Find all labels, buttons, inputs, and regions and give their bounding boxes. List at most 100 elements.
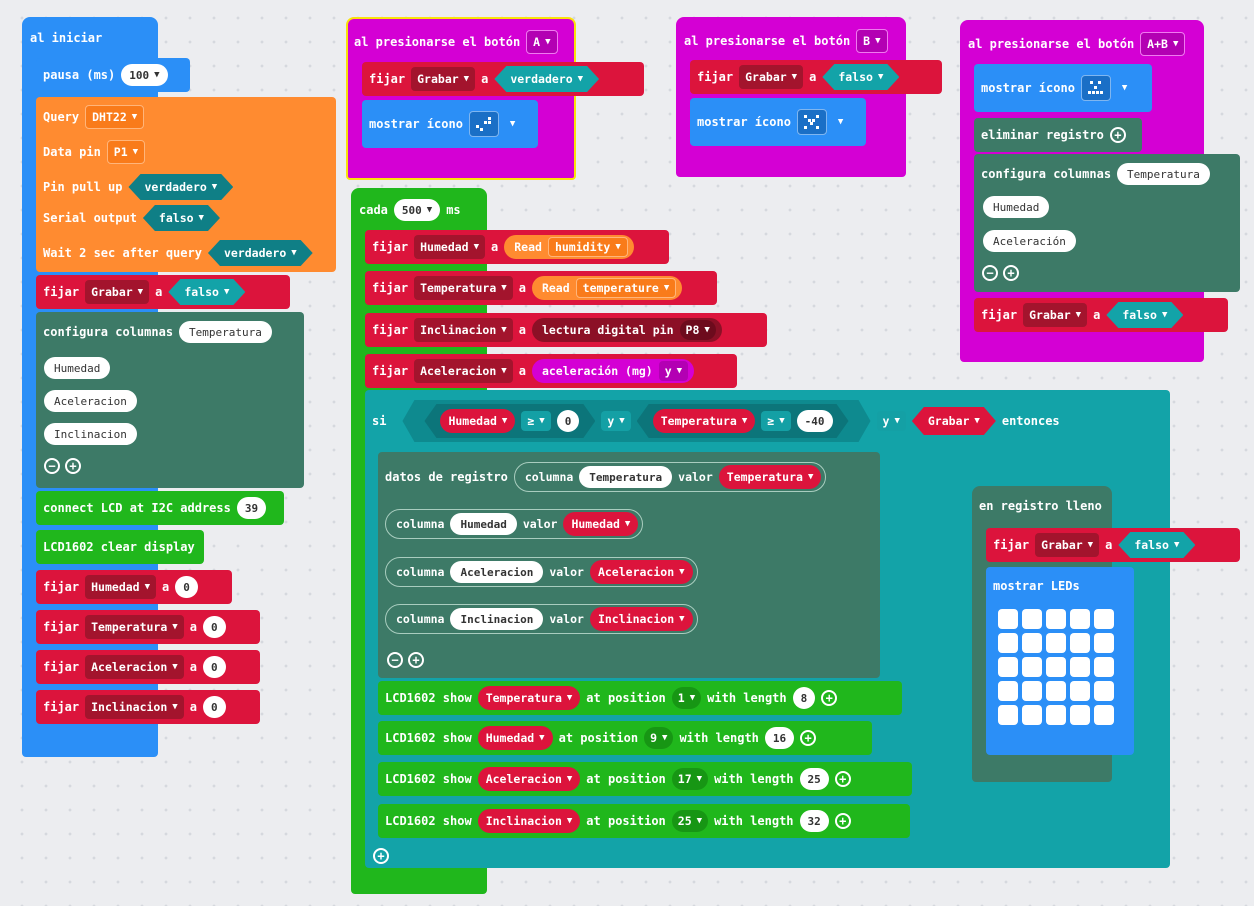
variable-reporter[interactable]: Aceleracion▼ [589, 560, 693, 584]
column-string[interactable]: Aceleracion [450, 561, 544, 583]
bool-value[interactable]: verdadero▼ [494, 66, 599, 92]
led-cell[interactable] [1046, 681, 1066, 701]
button-dropdown[interactable]: A+B▼ [1140, 32, 1186, 56]
set-grabar-false-block[interactable]: fijar Grabar▼ a falso▼ [690, 60, 942, 94]
remove-icon[interactable]: − [44, 458, 60, 474]
variable-reporter[interactable]: Inclinacion▼ [477, 809, 581, 833]
led-cell[interactable] [1046, 609, 1066, 629]
led-cell[interactable] [1022, 681, 1042, 701]
add-icon[interactable]: + [834, 771, 851, 787]
variable-dropdown[interactable]: Grabar▼ [739, 65, 804, 89]
remove-icon[interactable]: − [982, 265, 998, 281]
position-dropdown[interactable]: 17▼ [671, 768, 709, 790]
led-cell[interactable] [998, 609, 1018, 629]
led-grid[interactable] [998, 609, 1114, 725]
number-value[interactable]: 0 [202, 616, 226, 638]
acceleration-reporter[interactable]: aceleración (mg) y▼ [531, 359, 695, 383]
led-cell[interactable] [1070, 633, 1090, 653]
compare-humedad[interactable]: Humedad▼ ≥▼ 0 [424, 404, 595, 438]
show-icon-block[interactable]: mostrar ícono ▼ [974, 64, 1152, 112]
number-value[interactable]: 0 [175, 576, 198, 598]
number-value[interactable]: 0 [202, 656, 226, 678]
led-cell[interactable] [1094, 633, 1114, 653]
number-value[interactable]: 0 [557, 410, 580, 432]
variable-reporter[interactable]: Humedad▼ [477, 726, 553, 750]
axis-dropdown[interactable]: y▼ [658, 361, 689, 381]
number-value[interactable]: -40 [797, 410, 833, 432]
set-inclinacion-block[interactable]: fijar Inclinacion▼ a 0 [36, 690, 260, 724]
led-cell[interactable] [1022, 633, 1042, 653]
variable-dropdown[interactable]: Inclinacion▼ [414, 318, 513, 342]
variable-dropdown[interactable]: Inclinacion▼ [85, 695, 184, 719]
set-aceleracion-block[interactable]: fijar Aceleracion▼ a 0 [36, 650, 260, 684]
length-value[interactable]: 16 [764, 727, 795, 749]
variable-dropdown[interactable]: Temperatura▼ [85, 615, 184, 639]
led-cell[interactable] [1022, 705, 1042, 725]
variable-dropdown[interactable]: Grabar▼ [411, 67, 476, 91]
variable-reporter[interactable]: Inclinacion▼ [589, 607, 693, 631]
bool-value[interactable]: falso▼ [1118, 532, 1195, 558]
column-string[interactable]: Temperatura [179, 321, 272, 343]
led-cell[interactable] [1070, 657, 1090, 677]
position-dropdown[interactable]: 9▼ [644, 727, 674, 749]
variable-reporter[interactable]: Temperatura▼ [718, 465, 822, 489]
set-inclinacion-pin-block[interactable]: fijar Inclinacion▼ a lectura digital pin… [365, 313, 767, 347]
show-icon-block[interactable]: mostrar ícono ▼ [690, 98, 866, 146]
set-grabar-false-block[interactable]: fijar Grabar▼ a falso▼ [36, 275, 290, 309]
dht-read-reporter[interactable]: Read humidity▼ [504, 235, 634, 259]
query-dropdown[interactable]: DHT22▼ [85, 105, 145, 129]
variable-reporter[interactable]: Humedad▼ [563, 512, 639, 536]
configure-columns-block[interactable]: configura columnas Temperatura Humedad A… [974, 154, 1240, 292]
dht-query-block[interactable]: Query DHT22▼ Data pin P1▼ Pin pull up ve… [36, 97, 336, 272]
icon-dropdown[interactable] [468, 111, 499, 137]
variable-dropdown[interactable]: Temperatura▼ [414, 276, 513, 300]
button-dropdown[interactable]: A▼ [526, 30, 558, 54]
reading-dropdown[interactable]: temperature▼ [575, 278, 677, 298]
button-dropdown[interactable]: B▼ [856, 29, 888, 53]
column-string[interactable]: Humedad [983, 196, 1050, 218]
led-cell[interactable] [1022, 609, 1042, 629]
set-temperatura-block[interactable]: fijar Temperatura▼ a 0 [36, 610, 260, 644]
digital-read-reporter[interactable]: lectura digital pin P8▼ [531, 318, 722, 342]
add-else-icon[interactable]: + [373, 848, 389, 864]
grabar-variable[interactable]: Grabar▼ [912, 407, 996, 435]
pullup-bool[interactable]: verdadero▼ [128, 174, 233, 200]
lcd-show-block[interactable]: LCD1602 show Humedad▼ at position 9▼ wit… [378, 721, 872, 755]
set-grabar-false-block[interactable]: fijar Grabar▼ a falso▼ [974, 298, 1228, 332]
add-icon[interactable]: + [1003, 265, 1019, 281]
led-cell[interactable] [998, 705, 1018, 725]
led-cell[interactable] [998, 633, 1018, 653]
variable-dropdown[interactable]: Grabar▼ [1035, 533, 1100, 557]
led-cell[interactable] [1070, 609, 1090, 629]
variable-reporter[interactable]: Temperatura▼ [477, 686, 581, 710]
column-string[interactable]: Humedad [44, 357, 111, 379]
and-dropdown[interactable]: y▼ [601, 411, 630, 431]
column-string[interactable]: Inclinacion [450, 608, 544, 630]
serial-bool[interactable]: falso▼ [143, 205, 220, 231]
pin-dropdown[interactable]: P8▼ [679, 320, 716, 340]
log-data-block[interactable]: datos de registro columna Temperatura va… [378, 452, 880, 678]
variable-reporter[interactable]: Temperatura▼ [653, 409, 756, 433]
datapin-dropdown[interactable]: P1▼ [106, 140, 146, 164]
remove-icon[interactable]: − [387, 652, 403, 668]
length-value[interactable]: 8 [792, 687, 816, 709]
number-value[interactable]: 0 [202, 696, 226, 718]
configure-columns-block[interactable]: configura columnas Temperatura Humedad A… [36, 312, 304, 488]
position-dropdown[interactable]: 1▼ [671, 687, 702, 709]
led-cell[interactable] [1094, 609, 1114, 629]
operator-dropdown[interactable]: ≥▼ [521, 411, 550, 431]
column-string[interactable]: Temperatura [579, 466, 673, 488]
variable-reporter[interactable]: Aceleracion▼ [477, 767, 581, 791]
led-cell[interactable] [1046, 705, 1066, 725]
variable-dropdown[interactable]: Humedad▼ [85, 575, 157, 599]
compare-temperatura[interactable]: Temperatura▼ ≥▼ -40 [637, 404, 849, 438]
dht-read-reporter[interactable]: Read temperature▼ [531, 276, 683, 300]
reading-dropdown[interactable]: humidity▼ [547, 237, 628, 257]
variable-dropdown[interactable]: Humedad▼ [414, 235, 486, 259]
variable-dropdown[interactable]: Aceleracion▼ [85, 655, 184, 679]
add-icon[interactable]: + [821, 690, 838, 706]
lcd-show-block[interactable]: LCD1602 show Inclinacion▼ at position 25… [378, 804, 910, 838]
set-aceleracion-block[interactable]: fijar Aceleracion▼ a aceleración (mg) y▼ [365, 354, 737, 388]
lcd-show-block[interactable]: LCD1602 show Aceleracion▼ at position 17… [378, 762, 912, 796]
pause-block[interactable]: pausa (ms) 100▼ [36, 58, 190, 92]
